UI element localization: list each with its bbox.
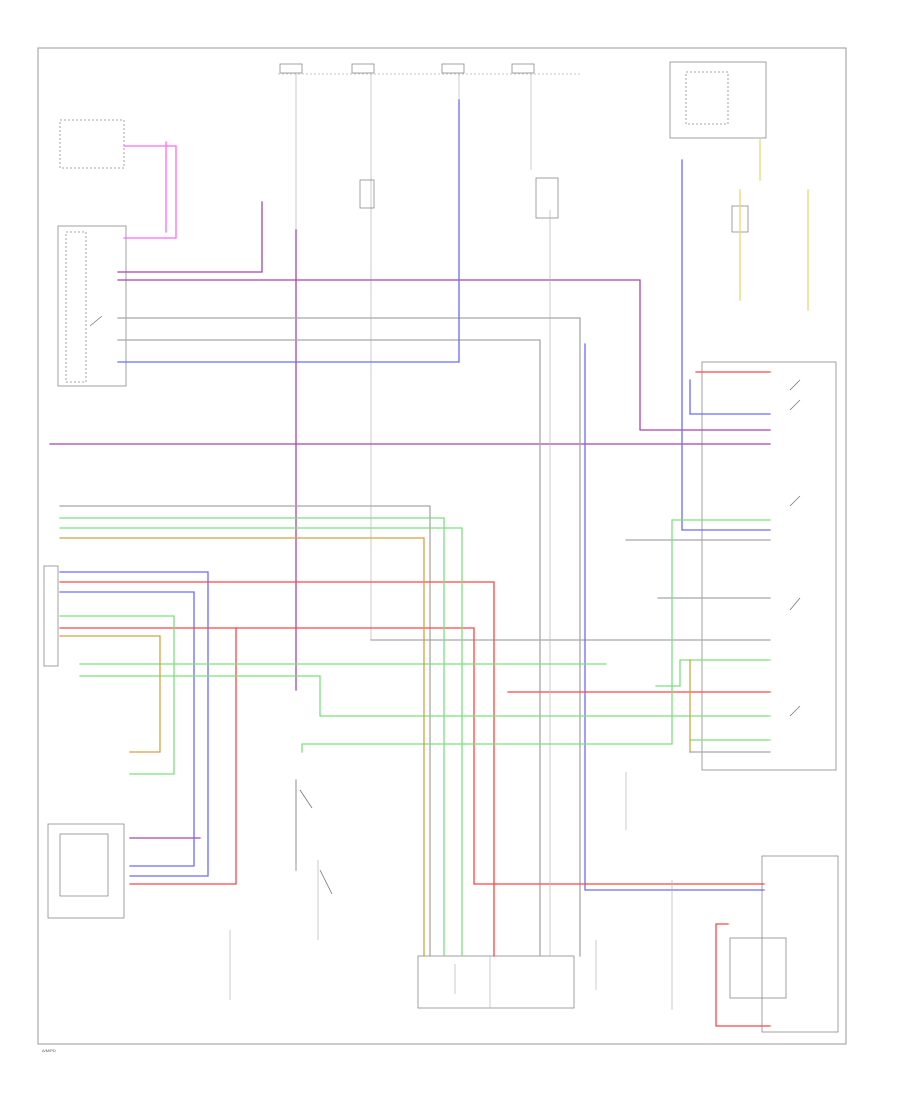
component-box xyxy=(359,179,375,209)
wire-orange xyxy=(59,635,161,753)
wire-red xyxy=(129,627,237,885)
wire-green xyxy=(79,675,771,717)
wires xyxy=(49,99,809,1027)
wire-red xyxy=(59,581,495,957)
wire-orange xyxy=(59,537,425,957)
component-box xyxy=(729,937,787,999)
wire-purple xyxy=(117,279,771,431)
wire-gray xyxy=(117,317,581,957)
wire-purple xyxy=(117,201,263,273)
control-module xyxy=(417,955,575,1009)
wire-blue xyxy=(689,379,771,415)
wire-blue xyxy=(117,99,460,363)
wire-green xyxy=(301,519,771,753)
component-box xyxy=(47,823,125,919)
wire-blue xyxy=(59,591,195,867)
wire-blue xyxy=(584,343,765,891)
diagram-frame xyxy=(37,47,847,1045)
component-box xyxy=(669,61,767,139)
wire-blue xyxy=(681,159,771,531)
wire-red xyxy=(715,923,771,1027)
wire-green xyxy=(59,615,175,775)
power-feed-header xyxy=(278,63,580,640)
component-box xyxy=(685,71,729,125)
component-box xyxy=(59,833,109,897)
right-components xyxy=(359,61,839,1033)
left-components xyxy=(43,119,127,919)
wire-pink xyxy=(123,145,177,239)
switch-symbols xyxy=(89,315,801,895)
component-box xyxy=(761,855,839,1033)
component-box xyxy=(65,231,87,383)
wire-green xyxy=(59,527,463,957)
page-code: A/M/PD xyxy=(42,1048,56,1053)
component-box xyxy=(57,225,127,387)
wire-blue xyxy=(59,571,209,877)
wire-gray xyxy=(117,339,541,957)
wire-green xyxy=(655,659,771,687)
wire-green xyxy=(59,517,445,957)
component-box xyxy=(535,177,559,219)
component-box xyxy=(59,119,125,169)
component-box xyxy=(701,361,837,771)
wire-red xyxy=(59,627,765,885)
component-box xyxy=(43,565,59,667)
wire-gray xyxy=(59,505,431,957)
